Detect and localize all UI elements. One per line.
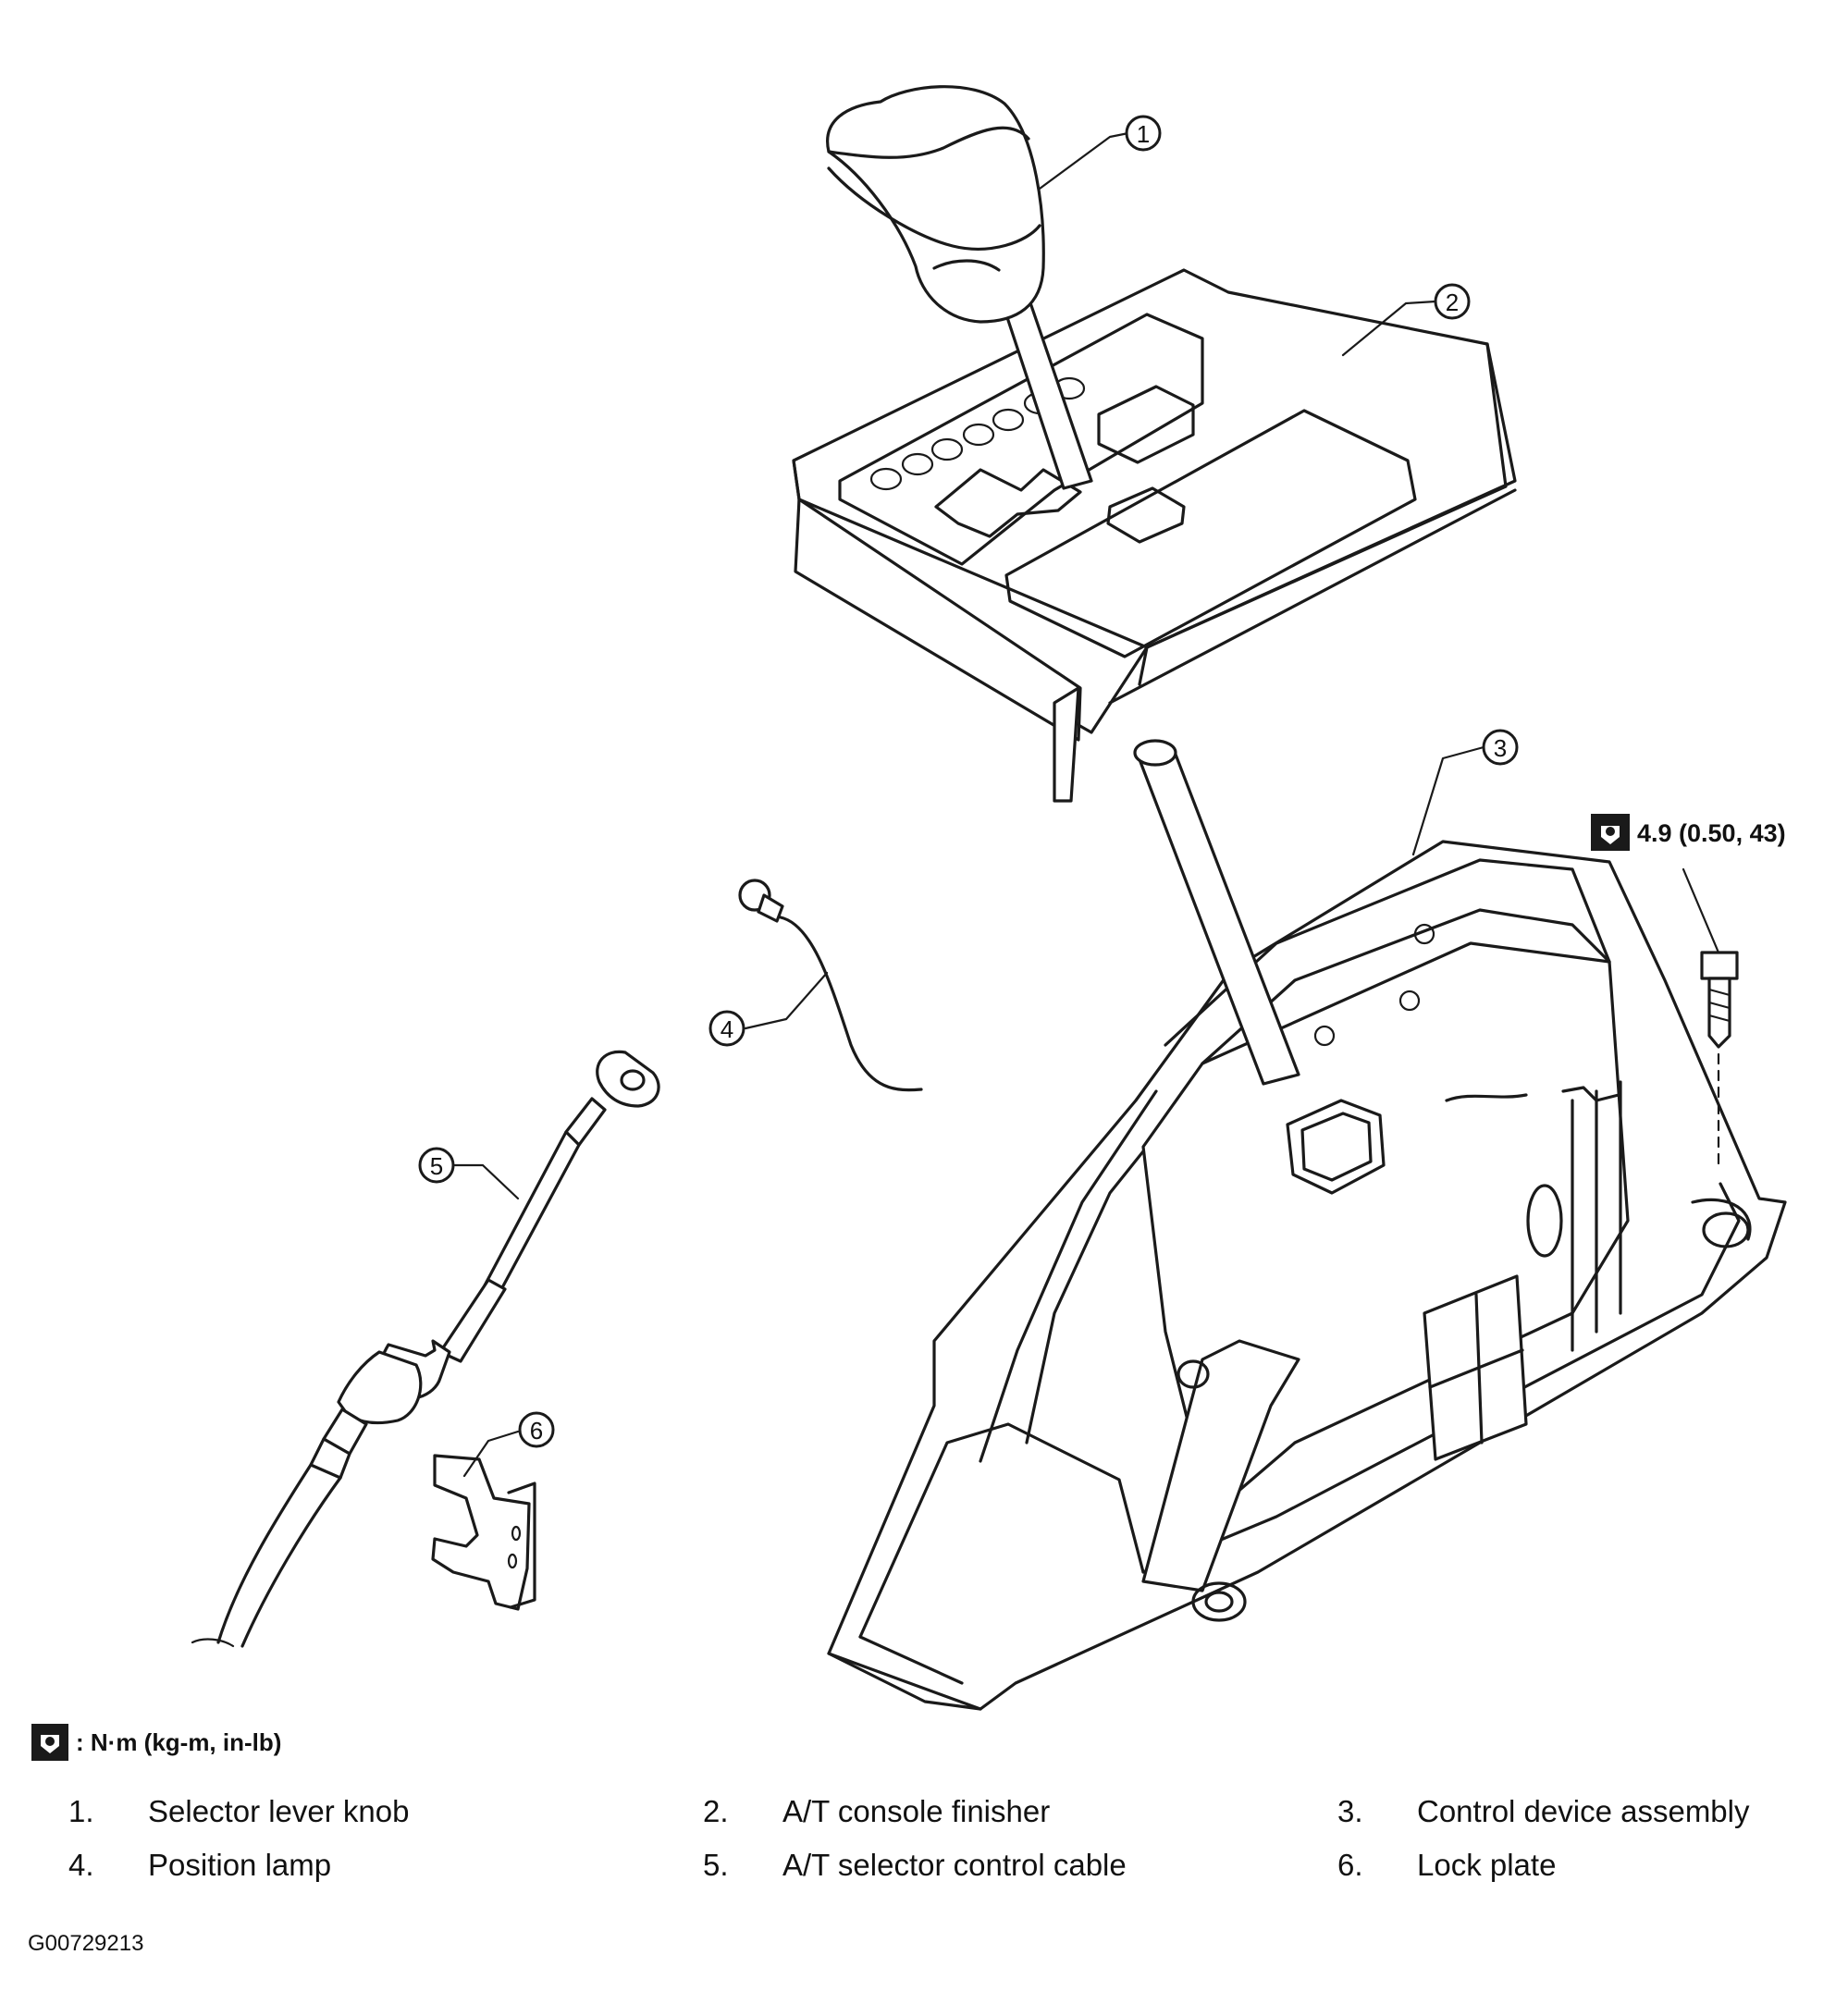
torque-spec-label: 4.9 (0.50, 43): [1637, 819, 1786, 847]
svg-text:5: 5: [430, 1152, 443, 1180]
callout-1: 1: [1038, 115, 1162, 191]
torque-wrench-icon: [31, 1724, 68, 1761]
position-lamp: [738, 879, 923, 1092]
part-number: 6.: [1337, 1848, 1363, 1882]
part-name: Position lamp: [148, 1848, 332, 1882]
part-number: 3.: [1337, 1794, 1363, 1828]
part-name: Control device assembly: [1417, 1794, 1750, 1828]
selector-control-cable: [191, 1050, 660, 1648]
callout-5: 5: [418, 1147, 520, 1200]
figure-id: G00729213: [28, 1931, 144, 1956]
svg-text:1: 1: [1137, 120, 1150, 148]
part-item: 6. Lock plate: [1337, 1848, 1556, 1883]
bolt: [1682, 867, 1739, 1167]
svg-text:6: 6: [530, 1417, 543, 1445]
part-number: 2.: [703, 1794, 729, 1828]
part-number: 5.: [703, 1848, 729, 1882]
part-name: Selector lever knob: [148, 1794, 410, 1828]
svg-text:4: 4: [721, 1015, 733, 1043]
svg-text:2: 2: [1446, 289, 1459, 316]
part-name: A/T console finisher: [782, 1794, 1051, 1828]
part-item: 1. Selector lever knob: [68, 1794, 409, 1829]
part-name: Lock plate: [1417, 1848, 1557, 1882]
callout-3: 3: [1411, 729, 1519, 856]
selector-lever-knob: [826, 85, 1093, 490]
selector-lever-rod: [1133, 739, 1300, 1086]
torque-wrench-icon: [1591, 814, 1630, 851]
part-name: A/T selector control cable: [782, 1848, 1127, 1882]
unit-legend-text: : N·m (kg-m, in-lb): [76, 1727, 282, 1756]
lock-plate: [431, 1454, 536, 1611]
callout-4: 4: [708, 971, 829, 1047]
part-number: 4.: [68, 1848, 94, 1882]
console-finisher: [792, 268, 1517, 803]
torque-callout: 4.9 (0.50, 43): [1591, 814, 1786, 851]
part-number: 1.: [68, 1794, 94, 1828]
exploded-diagram: 4.9 (0.50, 43) 1: [191, 85, 1787, 1711]
unit-legend: : N·m (kg-m, in-lb): [31, 1722, 281, 1763]
part-item: 3. Control device assembly: [1337, 1794, 1750, 1829]
part-item: 2. A/T console finisher: [703, 1794, 1050, 1829]
callout-2: 2: [1341, 283, 1471, 357]
callout-6: 6: [462, 1411, 555, 1478]
part-item: 5. A/T selector control cable: [703, 1848, 1127, 1883]
part-item: 4. Position lamp: [68, 1848, 331, 1883]
parts-list: 1. Selector lever knob 2. A/T console fi…: [0, 1794, 1848, 1905]
svg-text:3: 3: [1494, 734, 1507, 762]
control-device-assembly: [827, 840, 1787, 1711]
